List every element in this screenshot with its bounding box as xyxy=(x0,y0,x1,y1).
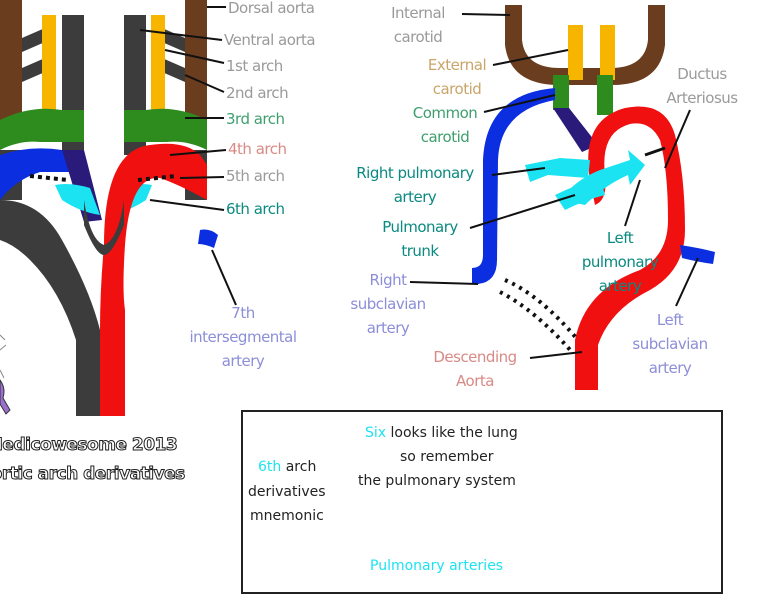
label-right-subclavian-1: Right xyxy=(369,271,408,289)
right-arch-5-dots xyxy=(137,174,177,182)
left-subclavian-shape xyxy=(680,245,715,264)
label-internal-carotid-1: Internal xyxy=(391,4,445,22)
label-pulmonary-trunk-1: Pulmonary xyxy=(382,218,458,236)
label-left-subclavian-2: subclavian xyxy=(632,335,708,353)
mnemonic-arch: arch xyxy=(281,459,317,475)
left-external-carotid-adult xyxy=(600,25,615,80)
right-pulmonary-shape xyxy=(525,158,590,182)
label-internal-carotid-2: carotid xyxy=(393,28,443,46)
mnemonic-bottom: Pulmonary arteries xyxy=(370,558,504,574)
left-arch-5-dots xyxy=(29,174,69,182)
left-common-carotid xyxy=(597,75,613,115)
label-right-subclavian-3: artery xyxy=(366,319,410,337)
label-common-carotid-1: Common xyxy=(412,104,478,122)
label-descending-1: Descending xyxy=(433,348,517,366)
embryonic-arches xyxy=(0,0,237,416)
label-right-pulmonary-2: artery xyxy=(393,188,437,206)
label-ductus-2: Arteriosus xyxy=(666,89,738,107)
left-external-carotid xyxy=(42,15,56,110)
label-right-subclavian-2: subclavian xyxy=(350,295,426,313)
mnemonic-line1-rest: looks like the lung xyxy=(386,425,518,441)
right-external-carotid xyxy=(151,15,165,110)
label-right-pulmonary-1: Right pulmonary xyxy=(356,164,474,182)
seventh-intersegmental xyxy=(198,229,218,248)
brachiocephalic-trunk xyxy=(553,108,598,152)
mnemonic-side-line3: mnemonic xyxy=(250,508,324,524)
mnemonic-box xyxy=(241,410,723,594)
regressed-dorsal-dots-2 xyxy=(499,290,574,354)
left-arch-4-blue xyxy=(0,148,84,200)
mnemonic-line1: Six looks like the lung xyxy=(365,424,518,442)
left-arch-6 xyxy=(55,184,100,215)
label-arch-5: 5th arch xyxy=(226,167,285,185)
label-ventral-aorta: Ventral aorta xyxy=(224,31,316,49)
right-subclavian-shape xyxy=(472,88,555,284)
ductus-arteriosus xyxy=(644,146,666,157)
mnemonic-sixth: 6th xyxy=(258,459,282,475)
label-external-carotid-1: External xyxy=(427,56,487,74)
label-external-carotid-2: carotid xyxy=(432,80,482,98)
label-7th-line3: artery xyxy=(221,352,265,370)
label-left-subclavian-3: artery xyxy=(648,359,692,377)
dark-trunk xyxy=(0,200,100,416)
label-arch-6: 6th arch xyxy=(226,200,285,218)
label-descending-2: Aorta xyxy=(456,372,494,390)
adult-derivatives xyxy=(409,5,715,390)
label-ductus-1: Ductus xyxy=(677,65,727,83)
label-left-subclavian-1: Left xyxy=(656,311,684,329)
red-aortic-arch xyxy=(100,143,207,416)
label-arch-1: 1st arch xyxy=(226,57,283,75)
label-left-pulmonary-1: Left xyxy=(606,229,634,247)
regressed-dorsal-dots xyxy=(504,278,580,342)
label-7th-line2: intersegmental xyxy=(189,328,297,346)
label-arch-3: 3rd arch xyxy=(226,110,285,128)
ventral-join xyxy=(84,200,124,255)
mnemonic-six: Six xyxy=(365,425,387,441)
right-arch-1 xyxy=(162,28,185,52)
right-common-carotid xyxy=(553,75,569,110)
left-pointer-lines xyxy=(139,6,237,306)
mnemonic-line2: so remember xyxy=(400,449,494,465)
mnemonic-side-line2: derivatives xyxy=(248,484,326,500)
right-dorsal-aorta-upper xyxy=(185,0,207,125)
credit-line2: Aortic arch derivatives xyxy=(0,464,186,484)
edge-pencil-doodle xyxy=(0,334,11,415)
label-arch-2: 2nd arch xyxy=(226,84,289,102)
right-external-carotid-adult xyxy=(568,25,583,80)
label-7th-line1: 7th xyxy=(231,304,255,322)
internal-carotid-shape xyxy=(505,5,665,85)
right-pointer-lines xyxy=(409,13,699,359)
label-left-pulmonary-2: pulmonary xyxy=(581,253,659,271)
pulmonary-trunk-lower xyxy=(555,178,605,210)
left-arch-2 xyxy=(22,58,45,82)
left-arch-1 xyxy=(22,28,45,52)
label-left-pulmonary-3: artery xyxy=(598,277,642,295)
right-arch-2 xyxy=(162,58,185,82)
label-arch-4: 4th arch xyxy=(228,140,287,158)
left-dorsal-aorta-upper xyxy=(0,0,22,125)
credit-line1: Medicowesome 2013 xyxy=(0,435,178,455)
left-arch-3 xyxy=(0,108,84,150)
label-pulmonary-trunk-2: trunk xyxy=(401,242,439,260)
right-arch-3 xyxy=(124,108,207,150)
mnemonic-side-line1: 6th arch xyxy=(258,458,316,476)
label-common-carotid-2: carotid xyxy=(420,128,470,146)
mnemonic-line3: the pulmonary system xyxy=(358,473,516,489)
label-dorsal-aorta: Dorsal aorta xyxy=(228,0,315,17)
